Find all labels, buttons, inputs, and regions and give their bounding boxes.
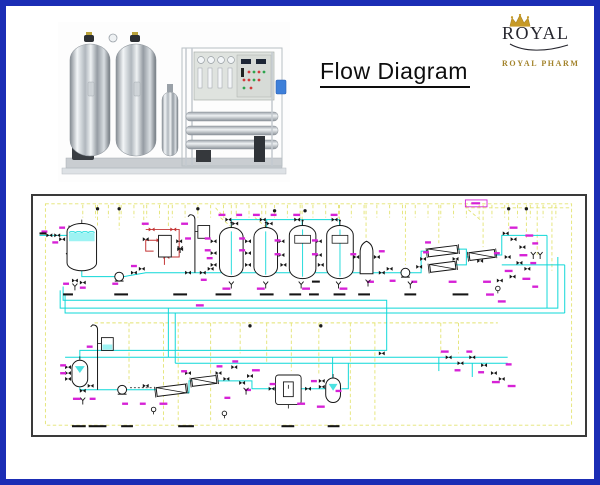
panel-gauge-2 <box>207 56 215 64</box>
filter-tank-1 <box>69 43 111 157</box>
skid-base <box>61 167 287 175</box>
flow-diagram-svg <box>39 199 573 428</box>
brand-name: ROYAL <box>502 23 570 43</box>
tank2-valve-cap <box>132 32 138 35</box>
cartridge-filter-head <box>167 84 173 92</box>
panel-gauge-4 <box>227 56 235 64</box>
flow-diagram-panel <box>31 194 587 437</box>
membrane-housing-1 <box>185 111 279 122</box>
flow-meter-2 <box>207 67 213 89</box>
panel-gauge-1 <box>197 56 205 64</box>
brand-subtitle: ROYAL PHARM <box>502 59 580 68</box>
equipment-labels-group <box>39 232 469 428</box>
indicator-lights <box>242 70 266 90</box>
valves-and-tags-group <box>41 207 543 419</box>
tank1-label-plate <box>87 81 95 97</box>
ro-skid-frame <box>181 47 283 167</box>
equipment-photo-drawing <box>58 22 290 182</box>
brand-logo: ROYAL ROYAL PHARM <box>502 14 594 71</box>
filter-tank-2 <box>115 43 157 157</box>
page-title: Flow Diagram <box>320 58 470 88</box>
tank1-valve-cap <box>86 32 92 35</box>
hp-pump-body <box>196 150 211 162</box>
panel-switch <box>241 68 244 77</box>
flow-meter-4 <box>227 67 233 89</box>
display-1 <box>241 59 251 64</box>
flow-meter-3 <box>217 67 223 89</box>
tank2-label-plate <box>133 81 141 97</box>
pressure-gauge <box>108 33 118 43</box>
panel-gauge-3 <box>217 56 225 64</box>
equipment-photo <box>58 22 290 182</box>
equipment-group <box>65 199 498 409</box>
tank1-top-valve <box>84 35 94 42</box>
sensor-box <box>275 79 287 95</box>
display-2 <box>256 59 266 64</box>
vertical-pump <box>254 136 265 162</box>
tank2-top-valve <box>130 35 140 42</box>
cartridge-filter <box>161 91 179 157</box>
membrane-housing-2 <box>185 125 279 136</box>
brand-swash <box>509 43 569 51</box>
crown-icon <box>509 14 531 27</box>
flow-meter-1 <box>197 67 203 89</box>
